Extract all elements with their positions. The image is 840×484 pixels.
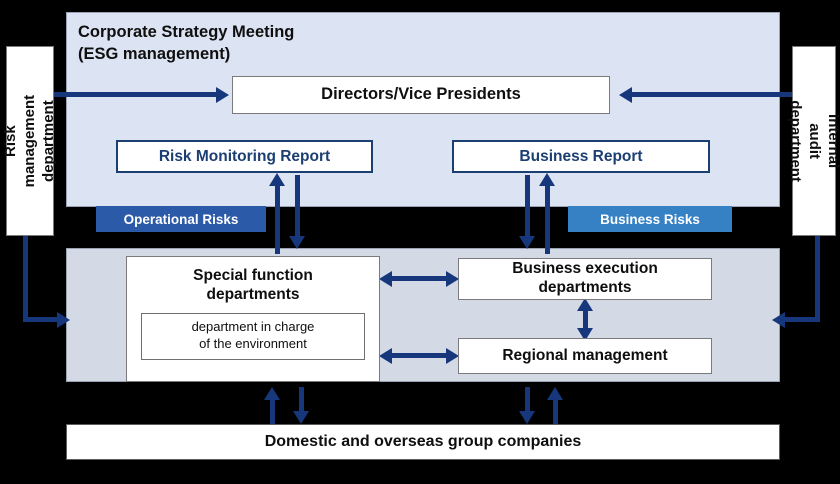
box-special-function-departments[interactable]: Special function departments department … xyxy=(126,256,380,382)
arrow-risk-dept-to-directors-line xyxy=(54,92,222,97)
arrow-group-right-down-head xyxy=(519,411,535,424)
chip-operational-risks: Operational Risks xyxy=(96,206,266,232)
arrow-special-regional-head-right xyxy=(446,347,459,364)
arrow-audit-dept-to-directors-line xyxy=(632,92,792,97)
arrow-operational-up-line xyxy=(274,184,280,254)
arrow-business-down-head xyxy=(519,236,535,249)
arrow-group-left-down-head xyxy=(293,411,309,424)
box-risk-management-department[interactable]: Risk management department xyxy=(2,46,56,236)
arrow-risk-dept-to-directors-head xyxy=(216,86,229,103)
arrow-audit-dept-to-execution-horizontal xyxy=(785,317,820,322)
arrow-special-bizexec-line xyxy=(390,276,448,281)
arrow-special-regional-line xyxy=(390,353,448,358)
arrow-risk-dept-to-execution-head xyxy=(57,311,70,328)
arrow-group-left-up-line xyxy=(269,397,275,424)
arrow-bizexec-regional-head-up xyxy=(577,298,593,311)
arrow-operational-down-line xyxy=(294,175,300,238)
arrow-audit-dept-to-execution-vertical xyxy=(815,236,820,322)
arrow-operational-down-head xyxy=(289,236,305,249)
arrow-operational-up-head xyxy=(269,173,285,186)
box-regional-management[interactable]: Regional management xyxy=(458,338,712,374)
arrow-special-regional-head-left xyxy=(379,347,392,364)
arrow-bizexec-regional-line xyxy=(582,308,588,330)
box-environment-department[interactable]: department in charge of the environment xyxy=(141,312,365,360)
arrow-special-bizexec-head-left xyxy=(379,270,392,287)
box-business-execution-departments[interactable]: Business execution departments xyxy=(458,258,712,300)
arrow-business-down-line xyxy=(524,175,530,238)
arrow-group-right-up-line xyxy=(552,397,558,424)
box-business-report[interactable]: Business Report xyxy=(452,140,710,173)
chip-business-risks: Business Risks xyxy=(568,206,732,232)
internal-audit-department-label: Internal audit department xyxy=(787,100,840,182)
box-domestic-overseas-group-companies[interactable]: Domestic and overseas group companies xyxy=(66,424,780,460)
arrow-group-right-down-line xyxy=(524,387,530,413)
arrow-group-left-down-line xyxy=(298,387,304,413)
arrow-risk-dept-to-execution-horizontal xyxy=(23,317,61,322)
special-function-departments-label: Special function departments xyxy=(193,267,313,304)
box-internal-audit-department[interactable]: Internal audit department xyxy=(788,46,840,236)
box-risk-monitoring-report[interactable]: Risk Monitoring Report xyxy=(116,140,373,173)
arrow-special-bizexec-head-right xyxy=(446,270,459,287)
arrow-business-up-line xyxy=(544,184,550,254)
arrow-risk-dept-to-execution-vertical xyxy=(23,236,28,322)
arrow-group-right-up-head xyxy=(547,387,563,400)
risk-management-department-label: Risk management department xyxy=(1,94,57,188)
arrow-audit-dept-to-directors-head xyxy=(619,86,632,103)
arrow-business-up-head xyxy=(539,173,555,186)
panel-title-corporate-strategy-meeting: Corporate Strategy Meeting (ESG manageme… xyxy=(78,23,295,63)
arrow-audit-dept-to-execution-head xyxy=(772,311,785,328)
box-directors-vice-presidents[interactable]: Directors/Vice Presidents xyxy=(232,76,610,114)
arrow-group-left-up-head xyxy=(264,387,280,400)
arrow-bizexec-regional-head-down xyxy=(577,328,593,341)
